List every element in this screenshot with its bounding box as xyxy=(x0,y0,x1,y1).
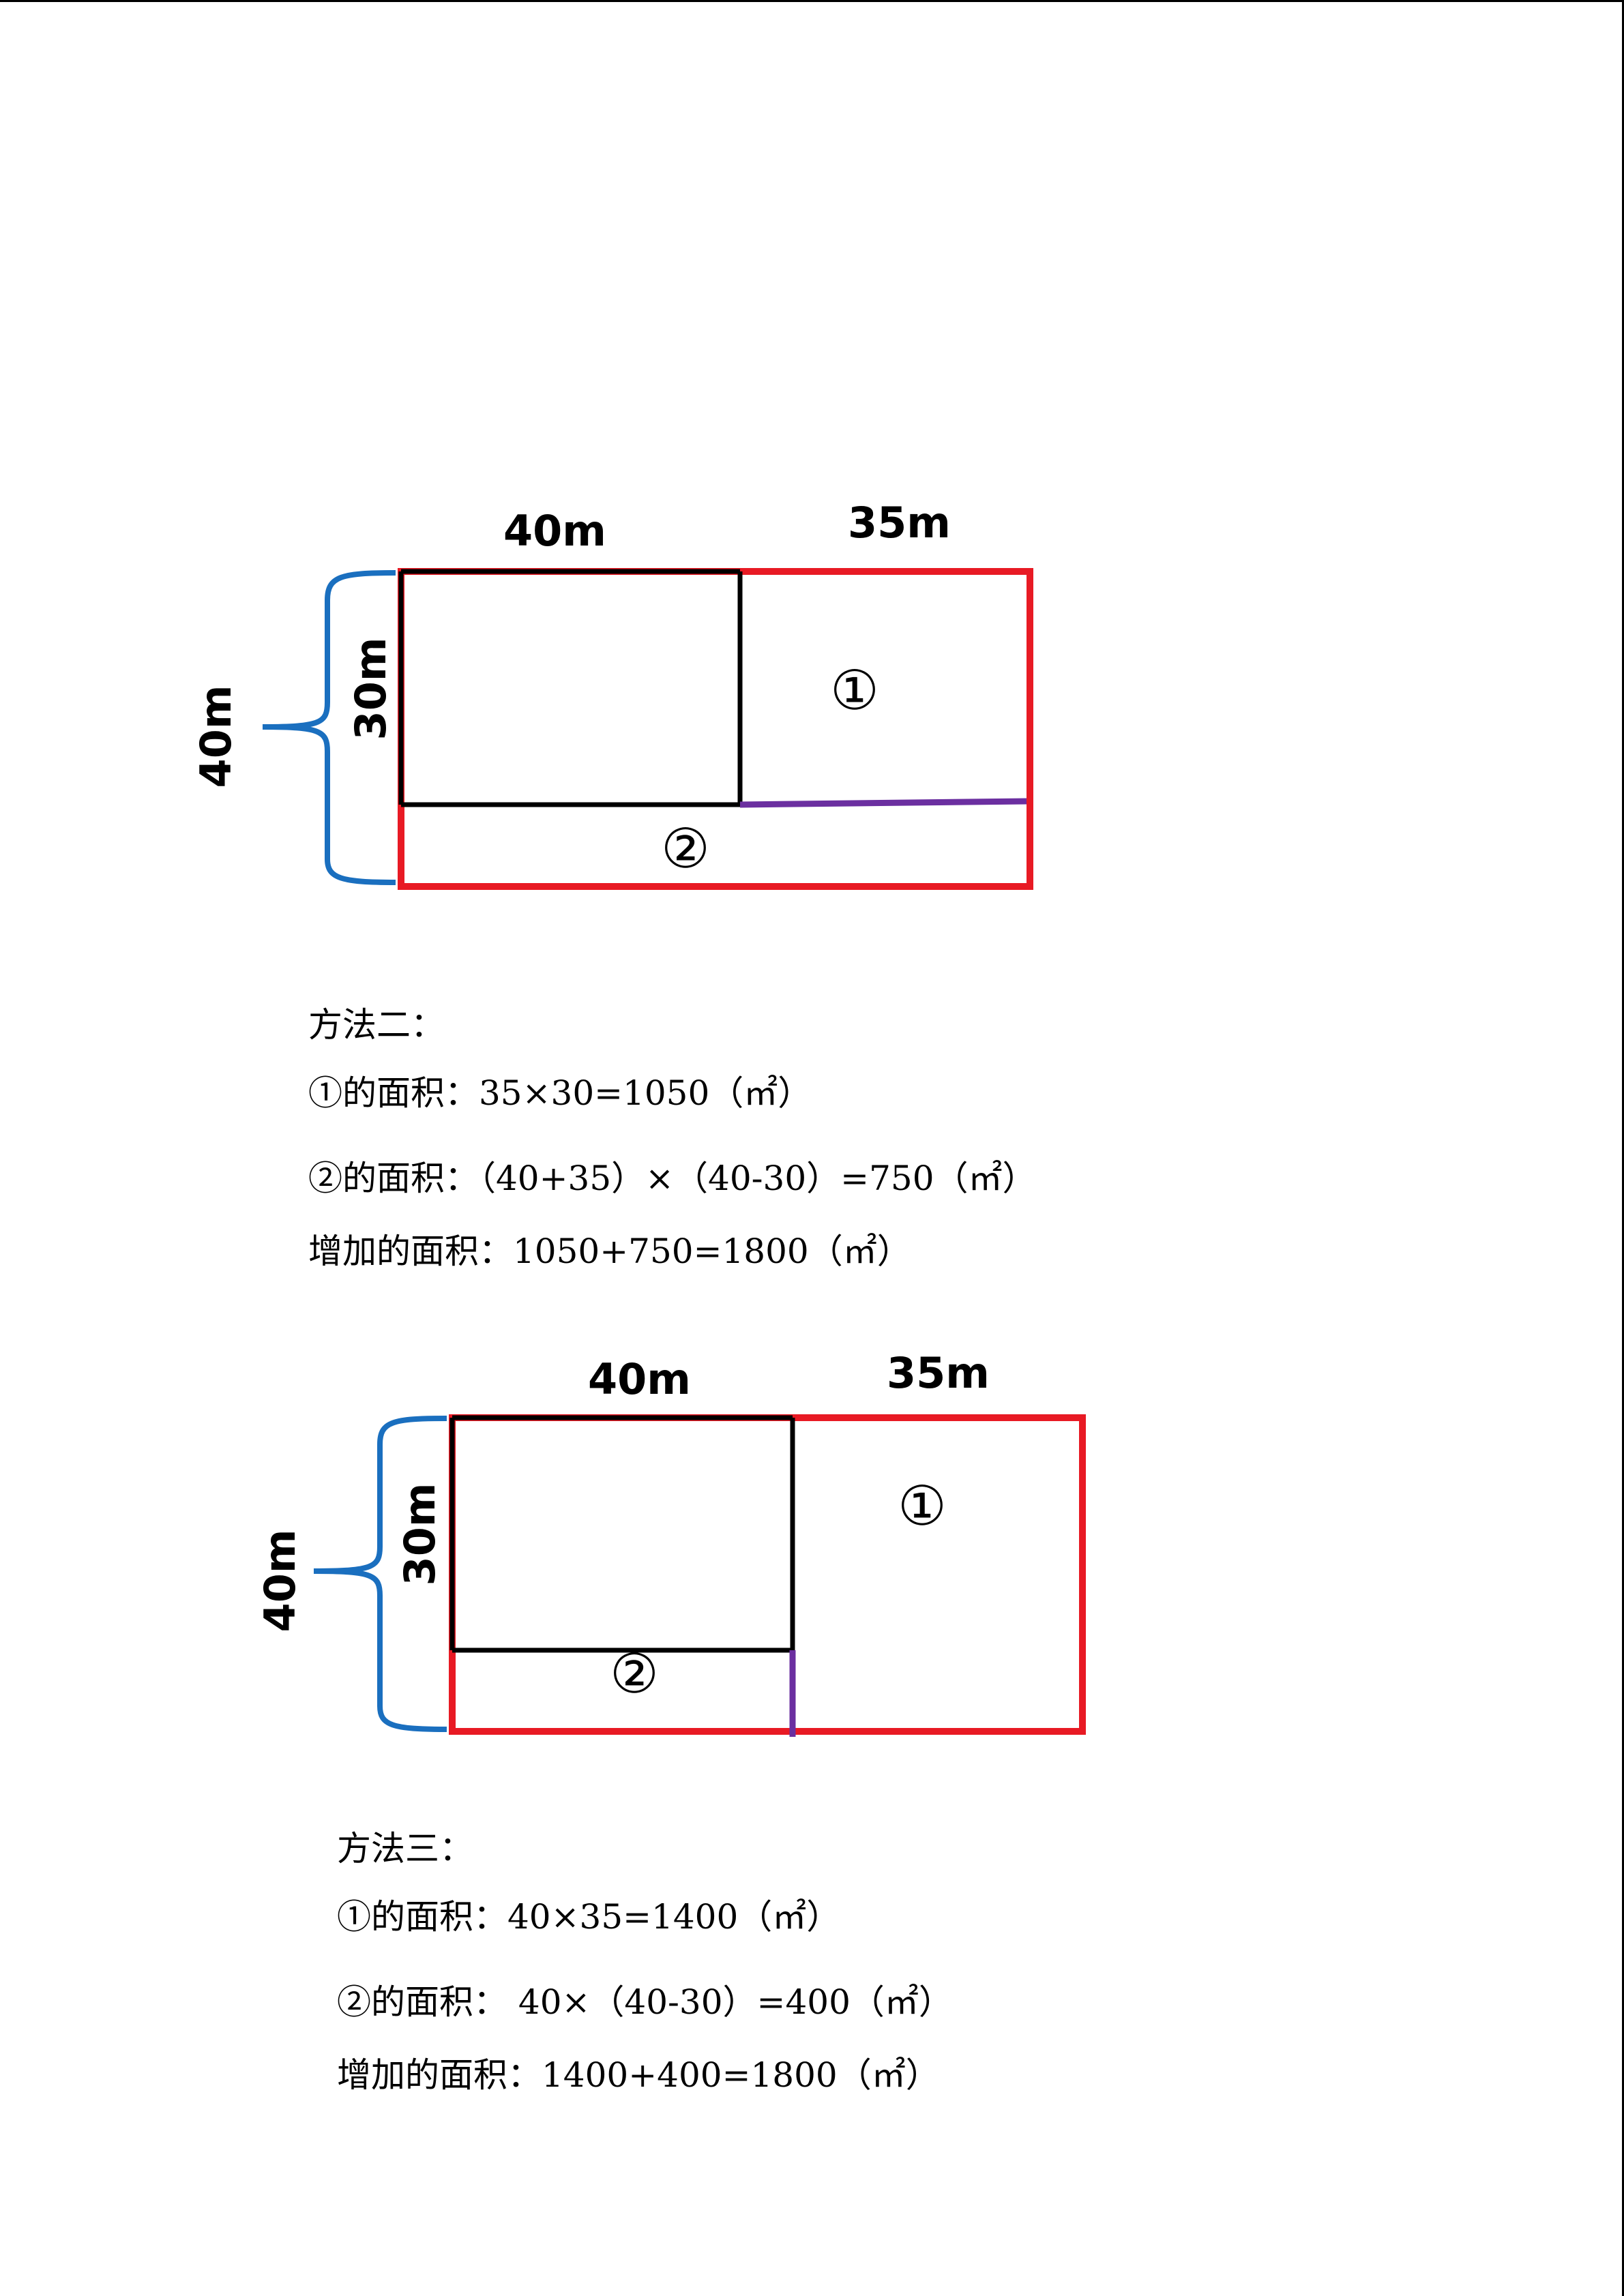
top-width-left-label: 40m xyxy=(503,506,606,556)
page-top-border xyxy=(0,0,1624,2)
method3-region2-area: ②的面积： 40×（40-30）=400（㎡） xyxy=(337,1982,953,2022)
expanded-field-outline xyxy=(449,1414,1086,1735)
page-right-border xyxy=(1622,0,1624,2296)
method2-title: 方法二： xyxy=(308,1005,445,1045)
region-1-label: ① xyxy=(898,1474,947,1538)
height-brace xyxy=(262,570,396,885)
top-width-right-label: 35m xyxy=(887,1348,990,1398)
region-1-label: ① xyxy=(830,659,879,722)
method2-total-area: 增加的面积：1050+750=1800（㎡） xyxy=(308,1232,911,1271)
inner-height-label: 30m xyxy=(346,638,396,741)
inner-height-label: 30m xyxy=(395,1483,445,1586)
method2-region1-area: ①的面积：35×30=1050（㎡） xyxy=(308,1073,812,1113)
method3-region1-area: ①的面积：40×35=1400（㎡） xyxy=(337,1897,841,1937)
outer-height-label: 40m xyxy=(255,1530,305,1632)
method2-region2-area: ②的面积：（40+35）×（40-30）=750（㎡） xyxy=(308,1159,1037,1198)
method3-total-area: 增加的面积：1400+400=1800（㎡） xyxy=(337,2055,940,2095)
region-divider xyxy=(739,798,1027,808)
outer-height-label: 40m xyxy=(191,685,241,788)
region-2-label: ② xyxy=(610,1642,659,1705)
region-2-label: ② xyxy=(661,817,710,880)
top-width-left-label: 40m xyxy=(588,1354,691,1404)
height-brace xyxy=(313,1416,447,1732)
method3-title: 方法三： xyxy=(337,1829,473,1868)
top-width-right-label: 35m xyxy=(848,498,951,548)
